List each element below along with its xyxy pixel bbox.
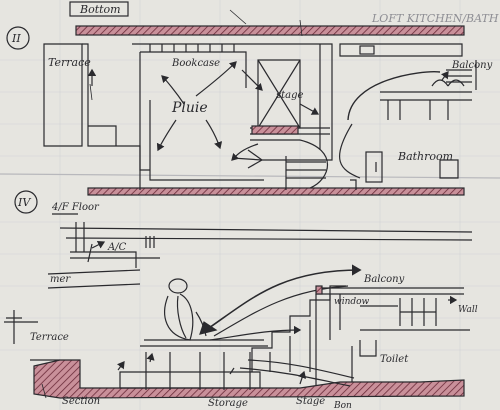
stage-label: stage: [276, 90, 304, 101]
seated-figure-body: [164, 293, 194, 341]
ac-label: A/C: [107, 242, 127, 253]
bookcase-label: Bookcase: [171, 58, 220, 69]
pluie-label: Pluie: [171, 100, 208, 116]
floor-header: 4/F Floor: [51, 202, 100, 213]
terrace-outline: [43, 43, 83, 147]
seated-figure-head: [168, 278, 188, 294]
top-plan-number-circle: [6, 26, 30, 50]
ceiling-line-1: [59, 227, 473, 233]
balcony-slab: [316, 287, 464, 295]
bookcase-ticks: [149, 44, 235, 52]
circulation-curve: [347, 71, 441, 121]
window-frame: [399, 298, 437, 326]
top-plan-number: II: [11, 32, 21, 45]
stage-section-label: Stage: [296, 396, 325, 407]
terrace-section-label: Terrace: [30, 332, 69, 343]
living-frame: [132, 43, 333, 161]
flow-curve-up: [205, 264, 362, 331]
ceiling-line-2: [65, 237, 473, 241]
top-header: Bottom: [79, 3, 121, 16]
balcony-label: Balcony: [451, 60, 493, 71]
top-plan: [6, 1, 477, 196]
wall-label: Wall: [458, 305, 478, 315]
window-label: window: [334, 297, 370, 307]
kitchen-counter: [339, 43, 463, 57]
beam-line: [47, 269, 141, 289]
terrace-post: [6, 310, 22, 344]
bottom-wall: [87, 187, 465, 196]
top-title: LOFT KITCHEN/BATH: [371, 12, 499, 25]
toilet-label: Toilet: [380, 354, 409, 365]
beam-label: mer: [50, 274, 71, 285]
top-header-box: [69, 1, 129, 17]
section-label: Section: [62, 396, 100, 407]
bathroom-label: Bathroom: [397, 150, 453, 163]
sheet-fold: [0, 173, 500, 179]
balcony-section-label: Balcony: [363, 274, 405, 285]
bathroom-bath: [365, 151, 383, 183]
terrace-label: Terrace: [48, 56, 91, 69]
top-wall: [75, 25, 465, 36]
bottom-section: [4, 190, 473, 399]
bottom-section-number: IV: [17, 196, 31, 209]
storage-label: Storage: [208, 398, 248, 409]
balcony-rail: [446, 69, 472, 83]
bon-label: Bon: [333, 401, 352, 410]
bottom-section-number-circle: [14, 190, 38, 214]
sheet-text: II Bottom LOFT KITCHEN/BATH Terrace Book…: [11, 3, 499, 410]
